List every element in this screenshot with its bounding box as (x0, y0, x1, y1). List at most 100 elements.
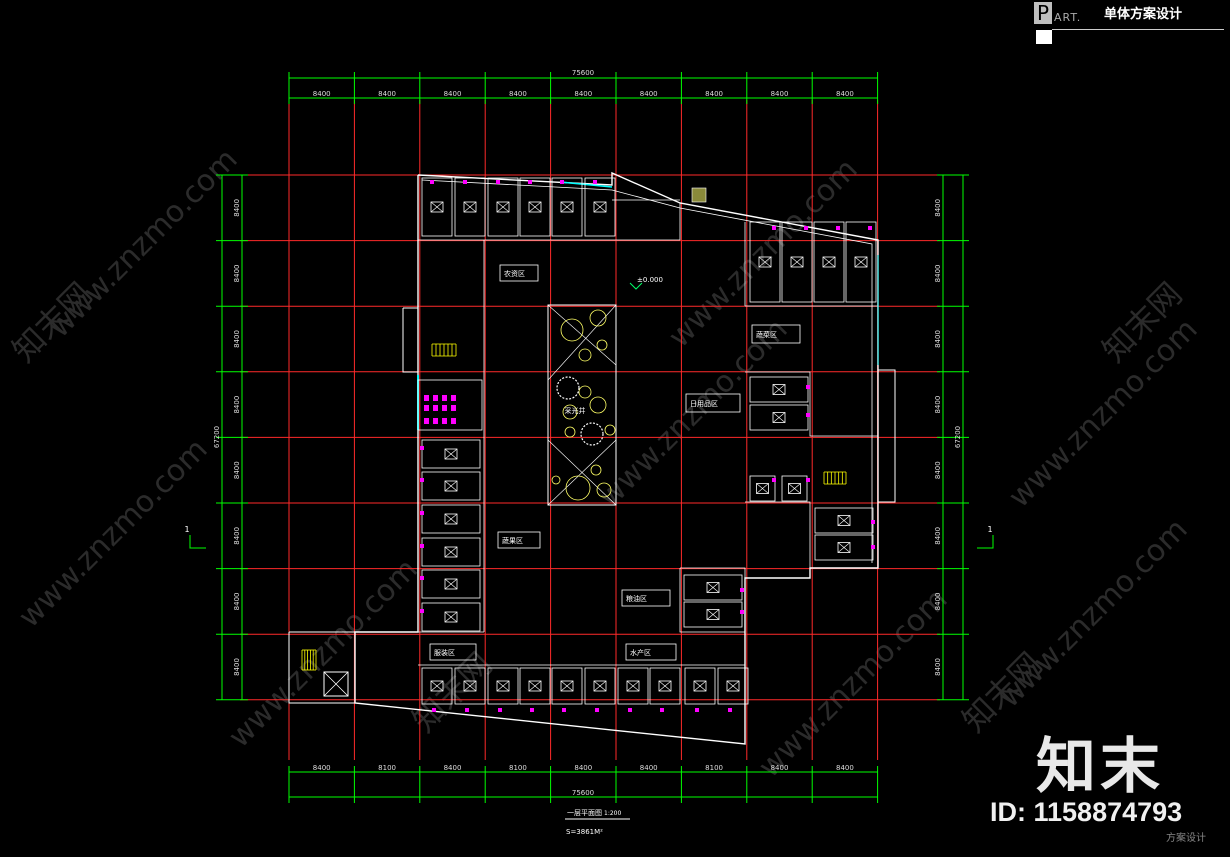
dim-label-bottom: 8100 (509, 764, 527, 772)
room-label-box (751, 324, 801, 344)
toilet-fixture (433, 418, 438, 424)
shop-fixture (837, 542, 851, 553)
fixture-marker (871, 545, 875, 549)
dim-label-bottom-total: 75600 (572, 789, 594, 797)
shop-fixture-cross (560, 201, 574, 213)
entrance-block (402, 307, 419, 373)
watermark-logo: 知末 (1036, 732, 1164, 802)
shop-unit (717, 667, 749, 705)
shop-unit (421, 602, 481, 632)
shop-fixture (444, 611, 458, 623)
dim-label-left-total: 67200 (213, 426, 221, 448)
tree-symbol (551, 475, 561, 485)
toilet-fixture (424, 395, 429, 401)
room-label-box (429, 643, 477, 661)
fixture-marker (806, 413, 810, 417)
room-label: 粮油区 (626, 594, 647, 603)
shop-fixture (854, 256, 868, 268)
toilet-fixture (451, 395, 456, 401)
shop-unit (684, 667, 716, 705)
shop-fixture-cross (837, 515, 851, 526)
fixture-marker (432, 708, 436, 712)
tree-symbol (604, 424, 616, 436)
toilet-fixture (451, 405, 456, 411)
dim-label-top: 8400 (836, 90, 854, 98)
shop-unit (454, 177, 486, 237)
fixture-marker (628, 708, 632, 712)
tree-symbol (596, 339, 608, 351)
room-label-box (497, 531, 541, 549)
fixture-marker (695, 708, 699, 712)
shop-unit (617, 667, 649, 705)
shop-unit (421, 439, 481, 469)
shop-unit (421, 471, 481, 501)
shop-fixture (560, 201, 574, 213)
fixture-marker (560, 180, 564, 184)
dim-label-right: 8400 (934, 461, 942, 479)
dim-label-top: 8400 (574, 90, 592, 98)
restroom-block (417, 379, 483, 431)
shop-fixture-cross (444, 448, 458, 460)
shop-fixture-cross (758, 256, 772, 268)
shop-fixture-cross (658, 680, 672, 692)
elevator (323, 671, 349, 697)
toilet-fixture (433, 395, 438, 401)
shop-unit (584, 667, 616, 705)
title-block-underline (1052, 29, 1224, 30)
shop-unit (421, 667, 453, 705)
shop-fixture-cross (772, 412, 786, 423)
room-label: 日用品区 (690, 400, 718, 408)
tree-symbol (564, 426, 576, 438)
fixture-marker (430, 180, 434, 184)
shop-fixture (496, 201, 510, 213)
shop-unit (421, 537, 481, 567)
shop-unit (813, 221, 845, 303)
palm-symbol (556, 376, 580, 400)
section-marker-left (189, 535, 206, 549)
fixture-marker (660, 708, 664, 712)
title-block-square (1036, 30, 1052, 44)
shop-unit (749, 376, 809, 403)
shop-unit (749, 475, 776, 502)
room-label: 蔬果区 (502, 536, 523, 545)
shop-unit (749, 404, 809, 431)
room-label-box (499, 264, 539, 282)
dim-label-top: 8400 (313, 90, 331, 98)
dim-label-left: 8400 (233, 527, 241, 545)
shop-fixture-cross (626, 680, 640, 692)
stair-block (288, 631, 356, 704)
atrium-outline (547, 304, 617, 506)
dim-label-top: 8400 (378, 90, 396, 98)
dim-label-right: 8400 (934, 396, 942, 414)
room-label-box (685, 393, 741, 413)
shop-fixture-cross (593, 201, 607, 213)
shop-fixture-cross (528, 680, 542, 692)
shop-fixture (430, 680, 444, 692)
fixture-marker (871, 520, 875, 524)
shop-fixture-cross (560, 680, 574, 692)
title-block-art: ART. (1054, 11, 1082, 24)
fixture-marker (496, 180, 500, 184)
atrium-hatch (547, 439, 617, 506)
shop-fixture-cross (706, 609, 720, 620)
shop-fixture-cross (756, 483, 769, 494)
fixture-marker (463, 180, 467, 184)
shop-fixture-cross (772, 384, 786, 395)
dim-label-left: 8400 (233, 199, 241, 217)
shop-fixture (444, 578, 458, 590)
shop-fixture (693, 680, 707, 692)
wall (679, 567, 746, 633)
tree-symbol (590, 464, 602, 476)
dim-label-top: 8400 (509, 90, 527, 98)
dim-label-top: 8400 (444, 90, 462, 98)
room-label-box (621, 589, 671, 607)
shop-fixture (837, 515, 851, 526)
tree-symbol (596, 482, 612, 498)
section-marker-right (977, 535, 994, 549)
fixture-marker (465, 708, 469, 712)
shop-unit (421, 504, 481, 534)
shop-fixture-cross (822, 256, 836, 268)
fixture-marker (562, 708, 566, 712)
shop-unit (487, 177, 519, 237)
